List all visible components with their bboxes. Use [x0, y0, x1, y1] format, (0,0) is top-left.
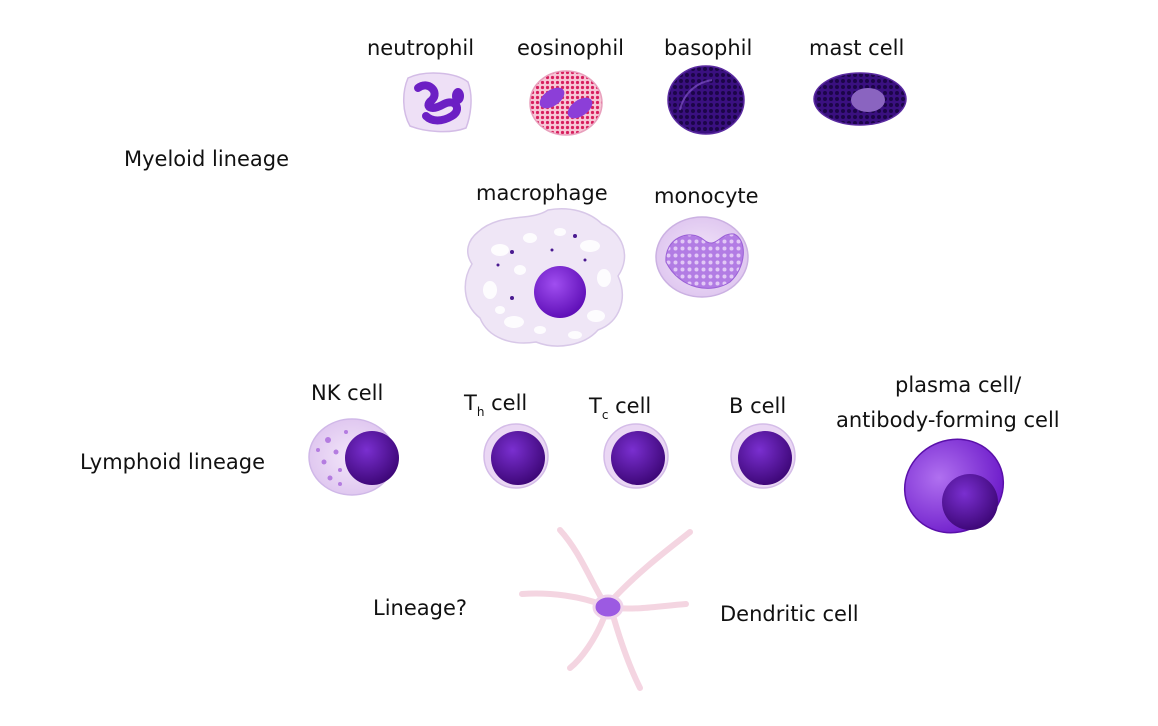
- eosinophil-cell: [529, 70, 603, 136]
- eosinophil-label: eosinophil: [517, 36, 625, 60]
- tc-cell-label: Tc cell: [589, 394, 652, 422]
- mast-cell-label: mast cell: [809, 36, 905, 60]
- lymphoid-lineage-label: Lymphoid lineage: [80, 450, 266, 474]
- macrophage-label: macrophage: [476, 181, 608, 205]
- monocyte-cell: [655, 216, 749, 298]
- th-cell-label: Th cell: [464, 391, 528, 419]
- th-cell-label-main: T: [464, 391, 477, 415]
- th-cell-label-rest: cell: [484, 391, 528, 415]
- tc-cell-label-subscript: c: [601, 408, 609, 422]
- tc-cell: [603, 423, 669, 489]
- th-cell: [483, 423, 549, 489]
- plasma-cell-label-line1: plasma cell/: [895, 373, 1022, 397]
- myeloid-lineage-label: Myeloid lineage: [124, 147, 290, 171]
- b-cell: [730, 423, 796, 489]
- unknown-lineage-label: Lineage?: [373, 596, 468, 620]
- tc-cell-label-rest: cell: [608, 394, 652, 418]
- nk-cell: [308, 418, 399, 496]
- monocyte-label: monocyte: [654, 184, 759, 208]
- neutrophil-cell: [403, 72, 472, 133]
- tc-cell-label-main: T: [589, 394, 602, 418]
- nk-cell-label: NK cell: [311, 381, 384, 405]
- plasma-cell: [903, 438, 1005, 534]
- b-cell-label: B cell: [729, 394, 787, 418]
- basophil-cell: [667, 65, 745, 135]
- dendritic-cell: [519, 527, 693, 691]
- macrophage-cell: [464, 208, 626, 347]
- basophil-label: basophil: [664, 36, 753, 60]
- dendritic-cell-label: Dendritic cell: [720, 602, 859, 626]
- neutrophil-label: neutrophil: [367, 36, 475, 60]
- mast-cell: [813, 72, 907, 126]
- plasma-cell-label-line2: antibody-forming cell: [836, 408, 1060, 432]
- th-cell-label-subscript: h: [476, 405, 485, 419]
